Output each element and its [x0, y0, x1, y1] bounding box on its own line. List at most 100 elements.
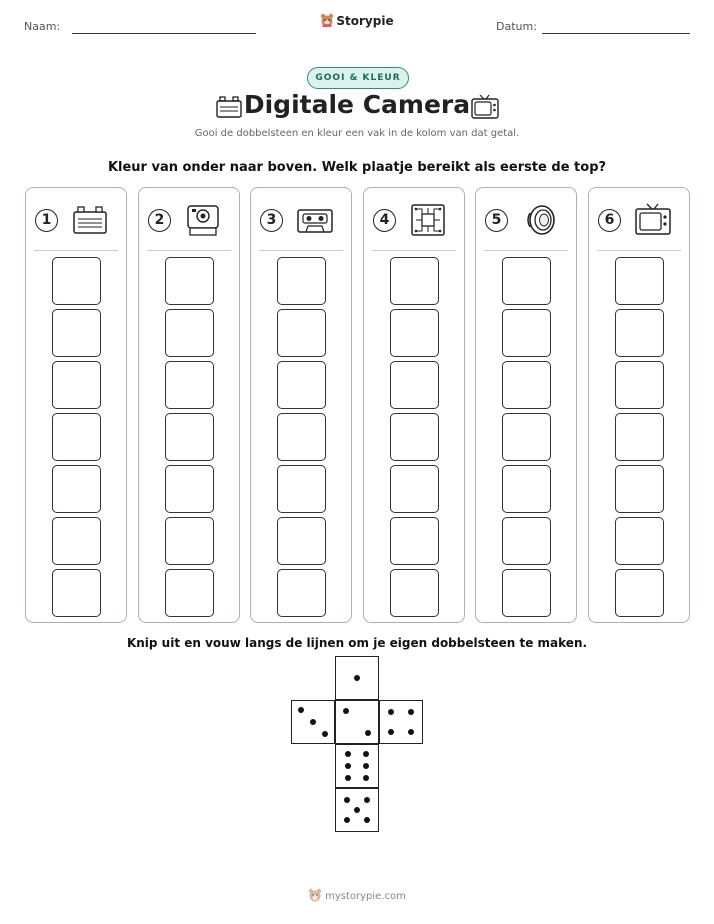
color-box[interactable] — [390, 569, 439, 617]
column-divider — [259, 250, 343, 251]
dice-pip — [387, 729, 394, 736]
coloring-instruction: Kleur van onder naar boven. Welk plaatje… — [107, 160, 607, 175]
color-box[interactable] — [277, 309, 326, 357]
color-box[interactable] — [52, 517, 101, 565]
column-divider — [147, 250, 231, 251]
dice-face-1 — [335, 656, 379, 700]
color-box[interactable] — [390, 361, 439, 409]
color-box[interactable] — [277, 257, 326, 305]
dice-pip — [365, 730, 371, 736]
dice-face-3 — [291, 700, 335, 744]
column-divider — [597, 250, 681, 251]
dice-face-5 — [335, 788, 379, 832]
column-number: 5 — [485, 209, 508, 232]
column-4: 4 — [363, 187, 465, 623]
color-box[interactable] — [502, 465, 551, 513]
color-box[interactable] — [615, 413, 664, 461]
color-box[interactable] — [615, 361, 664, 409]
color-box[interactable] — [277, 361, 326, 409]
retro-tv-icon — [471, 94, 499, 119]
color-box[interactable] — [52, 361, 101, 409]
column-6: 6 — [588, 187, 690, 623]
color-box[interactable] — [165, 465, 214, 513]
color-box[interactable] — [52, 413, 101, 461]
color-box[interactable] — [615, 465, 664, 513]
column-1: 1 — [25, 187, 127, 623]
dice-pip — [408, 708, 415, 715]
dice-pip — [310, 719, 316, 725]
dice-pip — [322, 731, 329, 738]
color-box[interactable] — [52, 257, 101, 305]
color-box[interactable] — [165, 257, 214, 305]
color-box[interactable] — [502, 361, 551, 409]
color-box[interactable] — [165, 309, 214, 357]
dice-pip — [408, 729, 415, 736]
color-box[interactable] — [390, 413, 439, 461]
dice-face-6 — [335, 744, 379, 788]
color-box[interactable] — [502, 569, 551, 617]
column-number: 2 — [148, 209, 171, 232]
color-box[interactable] — [277, 517, 326, 565]
dice-pip — [362, 750, 369, 757]
polaroid-camera-icon — [187, 205, 219, 236]
bear-logo-icon — [308, 888, 322, 902]
column-number: 6 — [598, 209, 621, 232]
color-box[interactable] — [52, 465, 101, 513]
column-divider — [372, 250, 456, 251]
column-number: 4 — [373, 209, 396, 232]
microchip-icon — [411, 204, 445, 236]
subtitle: Gooi de dobbelsteen en kleur een vak in … — [194, 128, 520, 139]
column-number: 3 — [260, 209, 283, 232]
color-box[interactable] — [502, 309, 551, 357]
bear-logo-icon — [321, 13, 334, 27]
dice-pip — [345, 775, 352, 782]
dice-pip — [343, 796, 350, 803]
dice-pip — [343, 708, 349, 714]
color-box[interactable] — [277, 413, 326, 461]
cassette-tape-icon — [297, 209, 333, 233]
column-divider — [484, 250, 568, 251]
car-battery-icon — [73, 206, 107, 234]
dice-pip — [364, 817, 371, 824]
brand-logo: Storypie — [0, 13, 714, 28]
color-box[interactable] — [615, 309, 664, 357]
dice-pip — [345, 750, 352, 757]
column-5: 5 — [475, 187, 577, 623]
color-box[interactable] — [390, 517, 439, 565]
color-box[interactable] — [390, 257, 439, 305]
color-box[interactable] — [615, 517, 664, 565]
color-box[interactable] — [165, 517, 214, 565]
date-line — [542, 33, 690, 34]
activity-badge: GOOI & KLEUR — [307, 67, 409, 89]
color-box[interactable] — [277, 569, 326, 617]
color-box[interactable] — [52, 309, 101, 357]
color-box[interactable] — [390, 465, 439, 513]
color-box[interactable] — [390, 309, 439, 357]
dice-face-2 — [335, 700, 379, 744]
color-box[interactable] — [165, 569, 214, 617]
column-divider — [34, 250, 118, 251]
footer: mystorypie.com — [0, 888, 714, 902]
color-box[interactable] — [165, 413, 214, 461]
footer-url: mystorypie.com — [325, 891, 406, 902]
dice-pip — [362, 763, 369, 769]
dice-pip — [362, 775, 369, 782]
color-box[interactable] — [277, 465, 326, 513]
color-box[interactable] — [502, 413, 551, 461]
retro-tv-icon — [635, 203, 671, 235]
color-box[interactable] — [615, 257, 664, 305]
color-box[interactable] — [502, 257, 551, 305]
color-box[interactable] — [165, 361, 214, 409]
car-battery-icon — [216, 96, 242, 118]
color-box[interactable] — [615, 569, 664, 617]
color-box[interactable] — [502, 517, 551, 565]
dice-pip — [297, 706, 304, 713]
name-label: Naam: — [24, 20, 61, 33]
column-2: 2 — [138, 187, 240, 623]
name-line — [72, 33, 256, 34]
dice-pip — [387, 708, 394, 715]
column-number: 1 — [35, 209, 58, 232]
dice-pip — [345, 763, 352, 769]
cutout-instruction: Knip uit en vouw langs de lijnen om je e… — [126, 636, 588, 650]
color-box[interactable] — [52, 569, 101, 617]
